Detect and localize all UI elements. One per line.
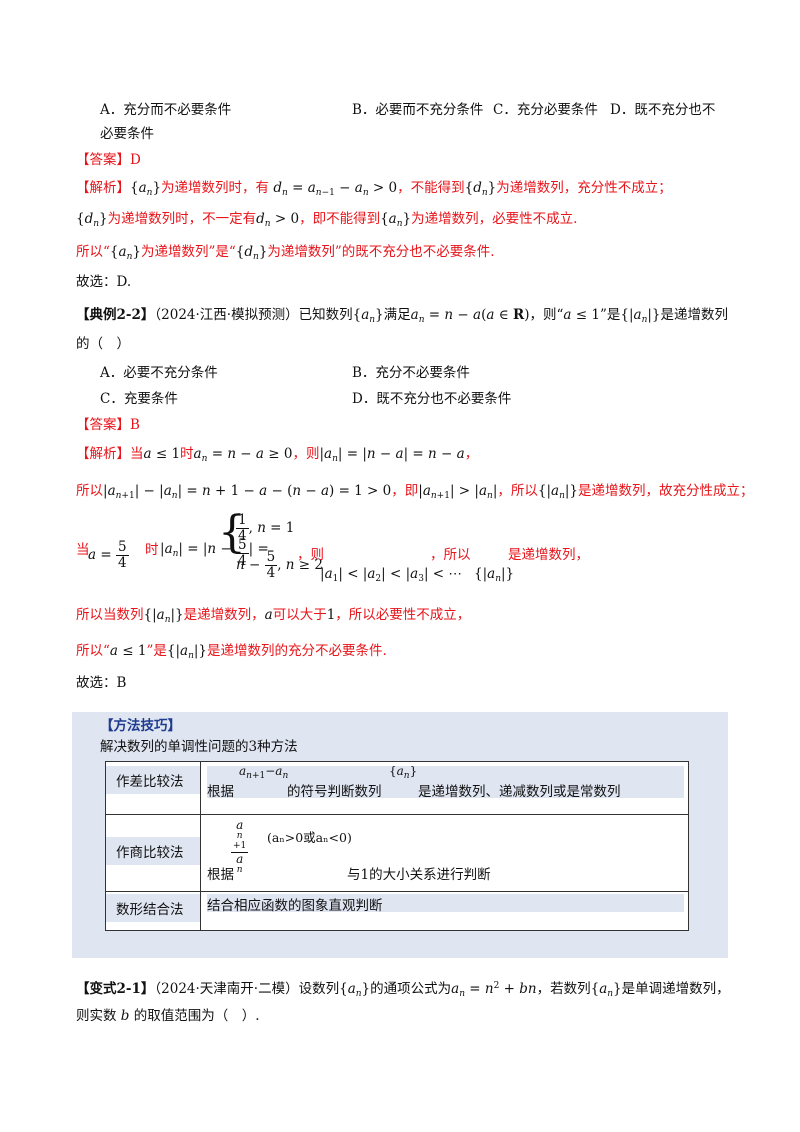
q1-analysis-line2: {dn}为递增数列时，不一定有dn > 0，即不能得到{an}为递增数列，必要性…: [76, 211, 578, 229]
q2-stem-line2: 的（ ）: [76, 336, 130, 352]
table-row: 数形结合法 结合相应函数的图象直观判断: [105, 891, 689, 931]
q2-analysis-line2: 所以|an+1| − |an| = n + 1 − a − (n − a) = …: [76, 483, 754, 501]
q2-stem: 【典例2-2】（2024·江西·模拟预测）已知数列{an}满足an = n − …: [76, 307, 729, 325]
q2-analysis-line3-d: ，所以: [430, 547, 471, 563]
q2-choose: 故选：B: [76, 675, 127, 691]
method-tips-intro: 解决数列的单调性问题的3种方法: [100, 739, 298, 755]
q1-option-d-cont: 必要条件: [100, 126, 154, 142]
q2-analysis-line3-e: 是递增数列，: [508, 547, 589, 563]
method-name: 作差比较法: [106, 766, 200, 794]
variant-line1: 【变式2-1】（2024·天津南开·二模）设数列{an}的通项公式为an = n…: [76, 981, 730, 999]
q2-analysis-line3-c: ，则: [297, 547, 324, 563]
piecewise-brace: {: [218, 507, 246, 558]
method-desc-post: 是递增数列、递减数列或是常数列: [418, 784, 621, 800]
method-desc-mid: 的符号判断数列: [287, 784, 382, 800]
diff-expr: an+1−an: [239, 764, 289, 781]
q2-option-b: B．充分不必要条件: [352, 365, 470, 381]
method-desc-pre: 根据: [207, 867, 234, 883]
q1-option-a: A．充分而不必要条件: [100, 102, 232, 118]
method-desc-pre: 根据: [207, 784, 234, 800]
q1-choose: 故选：D.: [76, 274, 132, 290]
q2-analysis-line1: 【解析】当a ≤ 1时an = n − a ≥ 0，则|an| = |n − a…: [76, 446, 479, 464]
q2-abs-an-set: {|an|}: [474, 566, 515, 584]
method-tips-header: 【方法技巧】: [100, 718, 181, 734]
method-desc: 结合相应函数的图象直观判断: [207, 898, 383, 914]
seq-an: {an}: [389, 764, 418, 781]
quotient-cond: (aₙ>0或aₙ<0): [267, 830, 352, 845]
q2-option-c: C．充要条件: [100, 391, 178, 407]
q1-option-d: D．既不充分也不: [610, 102, 716, 118]
variant-line2: 则实数 b 的取值范围为（ ）.: [76, 1008, 260, 1024]
method-name: 数形结合法: [106, 894, 200, 922]
method-name: 作商比较法: [106, 837, 200, 865]
q1-option-b: B．必要而不充分条件: [352, 102, 484, 118]
q2-option-d: D．既不充分也不必要条件: [352, 391, 512, 407]
q2-analysis-line3-b: 时: [145, 542, 159, 558]
methods-table: 作差比较法 an+1−an {an} 根据 的符号判断数列 是递增数列、递减数列…: [105, 761, 689, 931]
q2-option-a: A．必要不充分条件: [100, 365, 218, 381]
q1-analysis-line3: 所以“{an}为递增数列”是“{dn}为递增数列”的既不充分也不必要条件.: [76, 244, 495, 262]
q1-analysis-line1: 【解析】{an}为递增数列时，有 dn = an−1 − an > 0，不能得到…: [76, 180, 672, 198]
q2-analysis-line4: 所以当数列{|an|}是递增数列，a可以大于1，所以必要性不成立，: [76, 607, 471, 625]
method-desc-post: 与1的大小关系进行判断: [347, 867, 491, 883]
q1-answer: 【答案】D: [76, 152, 141, 168]
q2-analysis-line5: 所以“a ≤ 1”是{|an|}是递增数列的充分不必要条件.: [76, 643, 387, 661]
q2-analysis-line3-a: 当: [76, 542, 90, 558]
q1-option-c: C．充分必要条件: [493, 102, 598, 118]
table-row: 作差比较法 an+1−an {an} 根据 的符号判断数列 是递增数列、递减数列…: [105, 761, 689, 815]
q2-chain-ineq: |a1| < |a2| < |a3| < ⋯: [320, 566, 462, 584]
q2-answer: 【答案】B: [76, 417, 140, 433]
